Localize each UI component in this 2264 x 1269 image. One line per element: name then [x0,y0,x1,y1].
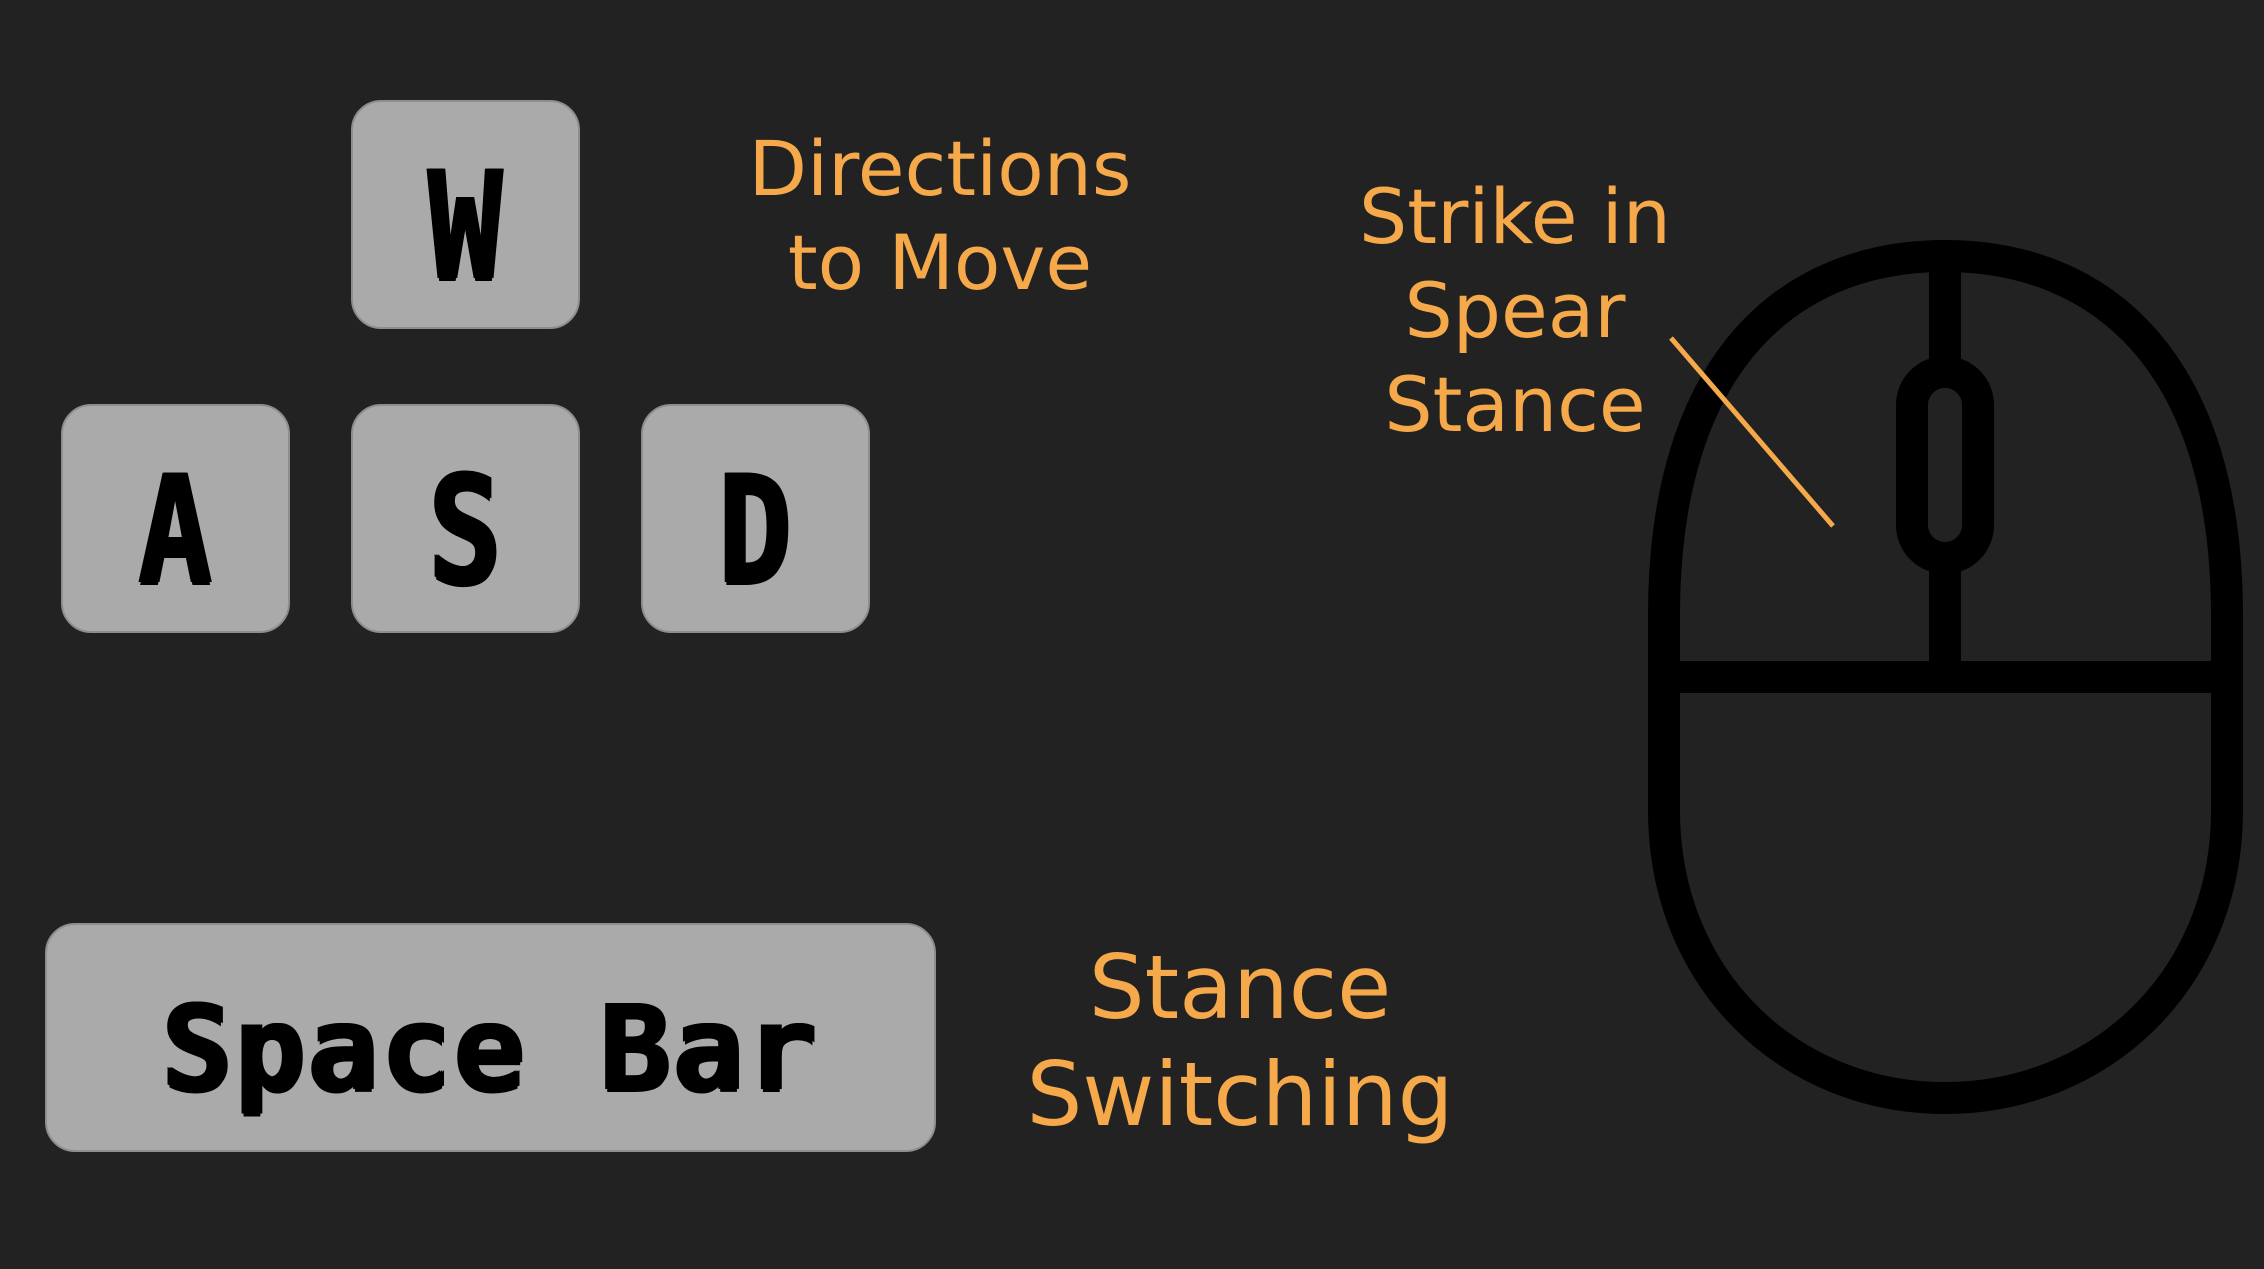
scroll-wheel-icon [1896,356,1994,574]
key-a: A [61,404,290,633]
callout-line [1669,336,1835,528]
caption-strike-in-spear-stance: Strike in Spear Stance [1359,172,1671,450]
caption-stance-switching: Stance Switching [1026,936,1454,1147]
key-d: D [641,404,870,633]
key-w-label: W [428,139,503,314]
caption-directions-to-move: Directions to Move [748,124,1132,308]
key-d-label: D [718,443,793,618]
mouse-body-outline [1648,239,2243,1115]
key-s-label: S [428,443,503,618]
key-a-label: A [138,443,213,618]
key-s: S [351,404,580,633]
key-space-bar-label: Space Bar [161,978,820,1117]
key-space-bar: Space Bar [45,923,936,1152]
key-w: W [351,100,580,329]
